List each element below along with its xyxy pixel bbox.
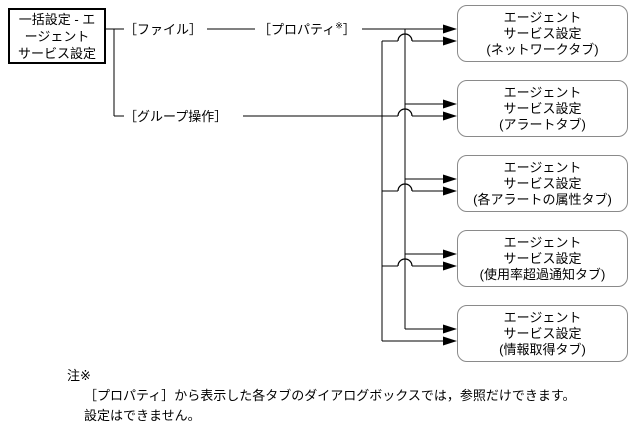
target-box-alert-tab: エージェント サービス設定 (アラートタブ) [457, 80, 628, 137]
target-box-alert-attributes-tab: エージェント サービス設定 (各アラートの属性タブ) [457, 155, 628, 212]
target-box-network-tab: エージェント サービス設定 (ネットワークタブ) [457, 5, 628, 62]
properties-label-close: ］ [342, 22, 356, 37]
crossing-hop-arcs [397, 33, 413, 267]
footnote-marker: 注※ [67, 368, 91, 383]
source-box: 一括設定 - エ ージェント サービス設定 [8, 8, 106, 64]
footnote-text: ［プロパティ］から表示した各タブのダイアログボックスでは，参照だけできます。 設… [84, 388, 576, 423]
menu-item-file: ［ファイル］ [124, 22, 203, 37]
wire-segments [106, 28, 444, 342]
properties-note-ref-mark: ※ [335, 20, 343, 31]
menu-item-group-operation: ［グループ操作］ [124, 109, 228, 124]
target-box-usage-over-notify-tab: エージェント サービス設定 (使用率超過通知タブ) [457, 230, 628, 287]
menu-item-properties: ［プロパティ※］ [258, 20, 356, 37]
target-box-info-acquisition-tab: エージェント サービス設定 (情報取得タブ) [457, 305, 628, 362]
arrowheads [443, 24, 457, 346]
properties-label-text: ［プロパティ [258, 22, 336, 37]
